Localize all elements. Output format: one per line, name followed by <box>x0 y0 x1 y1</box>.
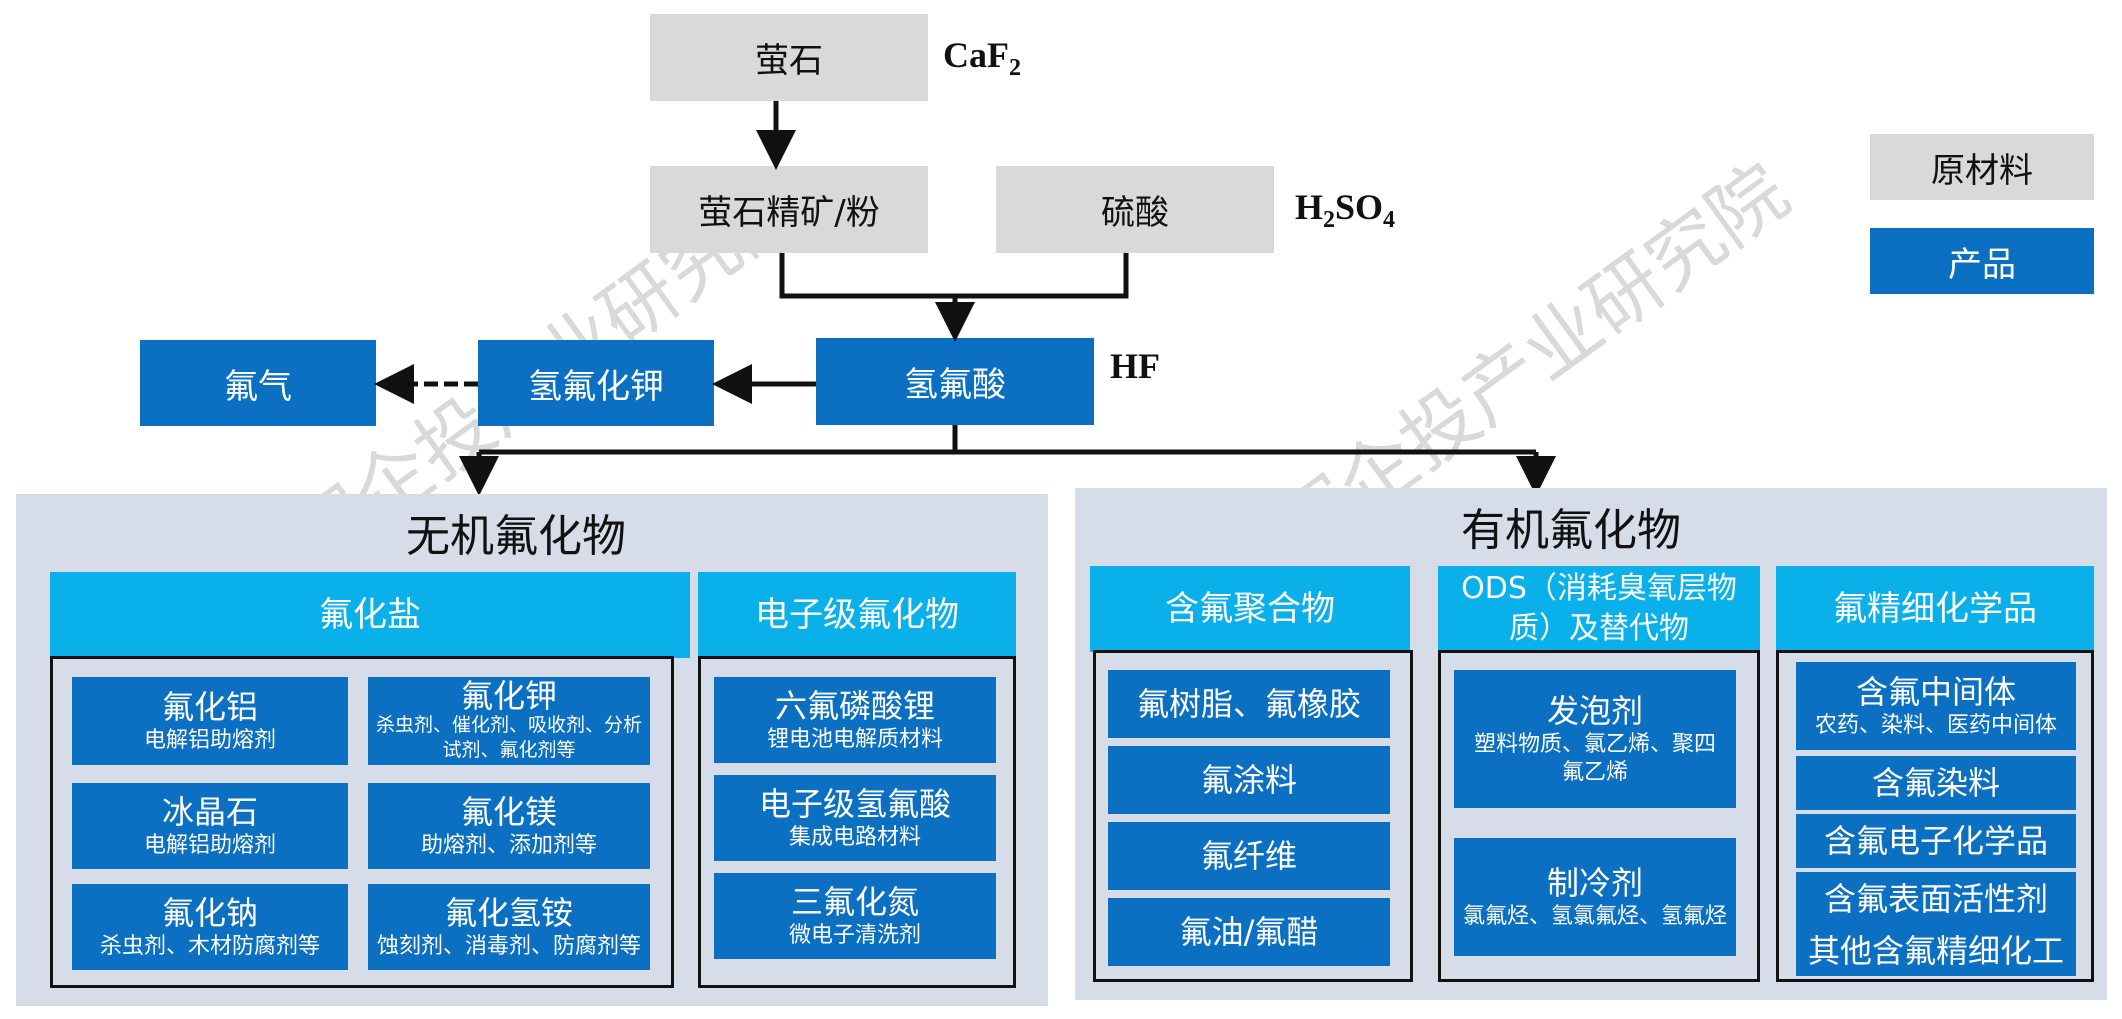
node-sulfuric-acid: 硫酸 <box>996 166 1274 253</box>
salt-item-cryolite: 冰晶石电解铝助熔剂 <box>72 783 348 869</box>
inorganic-title: 无机氟化物 <box>406 511 626 562</box>
fine-item: 含氟电子化学品 <box>1796 814 2076 868</box>
node-fluorite-concentrate: 萤石精矿/粉 <box>650 166 928 253</box>
salt-item-potassium-fluoride: 氟化钾杀虫剂、催化剂、吸收剂、分析试剂、氟化剂等 <box>368 677 650 765</box>
salt-item-ammonium-bifluoride: 氟化氢铵蚀刻剂、消毒剂、防腐剂等 <box>368 884 650 970</box>
electronic-item-lipf6: 六氟磷酸锂锂电池电解质材料 <box>714 677 996 763</box>
electronic-fluoride-frame <box>698 656 1016 988</box>
fluoropolymer-frame <box>1093 650 1413 982</box>
fine-chemicals-frame <box>1776 650 2094 982</box>
formula-caf2: CaF2 <box>943 35 1021 82</box>
fine-item-intermediate: 含氟中间体农药、染料、医药中间体 <box>1796 662 2076 750</box>
fluoride-salt-header: 氟化盐 <box>50 572 690 658</box>
fine-item: 含氟染料 <box>1796 756 2076 810</box>
polymer-item: 氟树脂、氟橡胶 <box>1108 670 1390 738</box>
node-hydrofluoric-acid: 氢氟酸 <box>816 338 1094 425</box>
fluoropolymer-header: 含氟聚合物 <box>1090 566 1410 652</box>
ods-item-refrigerant: 制冷剂氯氟烃、氢氯氟烃、氢氟烃 <box>1454 838 1736 956</box>
node-potassium-bifluoride: 氢氟化钾 <box>478 340 714 426</box>
electronic-item-hf: 电子级氢氟酸集成电路材料 <box>714 775 996 861</box>
ods-item-foaming-agent: 发泡剂塑料物质、氯乙烯、聚四氟乙烯 <box>1454 670 1736 808</box>
polymer-item: 氟涂料 <box>1108 746 1390 814</box>
fine-chemicals-header: 氟精细化学品 <box>1776 566 2094 652</box>
polymer-item: 氟纤维 <box>1108 822 1390 890</box>
organic-title: 有机氟化物 <box>1461 505 1681 556</box>
ods-header: ODS（消耗臭氧层物质）及替代物 <box>1438 566 1760 652</box>
connector-raw-merge <box>779 253 1129 299</box>
legend-product: 产品 <box>1870 228 2094 294</box>
salt-item-sodium-fluoride: 氟化钠杀虫剂、木材防腐剂等 <box>72 884 348 970</box>
fine-item: 其他含氟精细化工 <box>1796 926 2076 976</box>
ods-frame <box>1438 650 1760 982</box>
electronic-item-nf3: 三氟化氮微电子清洗剂 <box>714 873 996 959</box>
formula-hf: HF <box>1110 346 1160 386</box>
legend-raw-material: 原材料 <box>1870 134 2094 200</box>
formula-h2so4: H2SO4 <box>1295 187 1396 234</box>
fluoride-salt-frame <box>50 656 674 988</box>
salt-item-magnesium-fluoride: 氟化镁助熔剂、添加剂等 <box>368 783 650 869</box>
polymer-item: 氟油/氟醋 <box>1108 898 1390 966</box>
fine-item: 含氟表面活性剂 <box>1796 872 2076 926</box>
node-fluorite: 萤石 <box>650 14 928 101</box>
electronic-fluoride-header: 电子级氟化物 <box>698 572 1016 658</box>
node-fluorine-gas: 氟气 <box>140 340 376 426</box>
salt-item-aluminum-fluoride: 氟化铝电解铝助熔剂 <box>72 677 348 765</box>
